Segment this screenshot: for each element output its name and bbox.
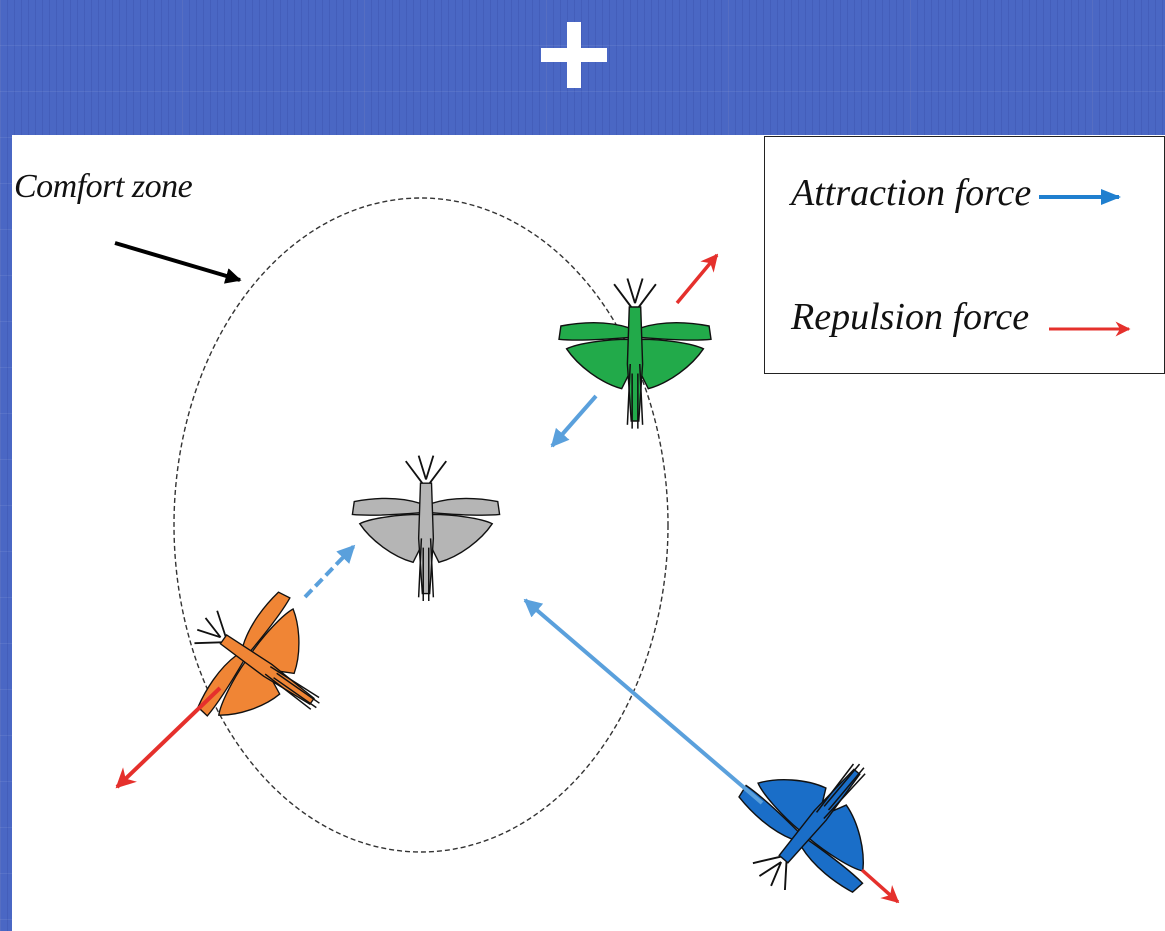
- plus-icon: [541, 22, 607, 88]
- repulsion-arrow: [860, 868, 900, 904]
- repulsion-arrow: [675, 253, 719, 305]
- attraction-arrow: [550, 394, 598, 448]
- grasshopper-icon: [159, 563, 361, 766]
- grasshopper-icon: [558, 277, 712, 430]
- grasshopper-icon: [351, 454, 501, 602]
- comfort-zone-pointer-arrow: [114, 241, 242, 284]
- comfort-zone-ellipse: [173, 197, 669, 853]
- repulsion-arrow: [115, 686, 222, 789]
- attraction-arrow: [303, 544, 356, 599]
- comfort-zone-label: Comfort zone: [14, 168, 193, 205]
- attraction-arrow: [523, 598, 764, 805]
- legend-repulsion-label: Repulsion force: [791, 296, 1030, 338]
- grasshopper-icon: [706, 716, 921, 931]
- legend: Attraction force Repulsion force: [764, 136, 1165, 374]
- legend-repulsion-arrow: [1049, 321, 1131, 337]
- legend-attraction-label: Attraction force: [791, 172, 1032, 214]
- legend-attraction-arrow: [1039, 189, 1121, 205]
